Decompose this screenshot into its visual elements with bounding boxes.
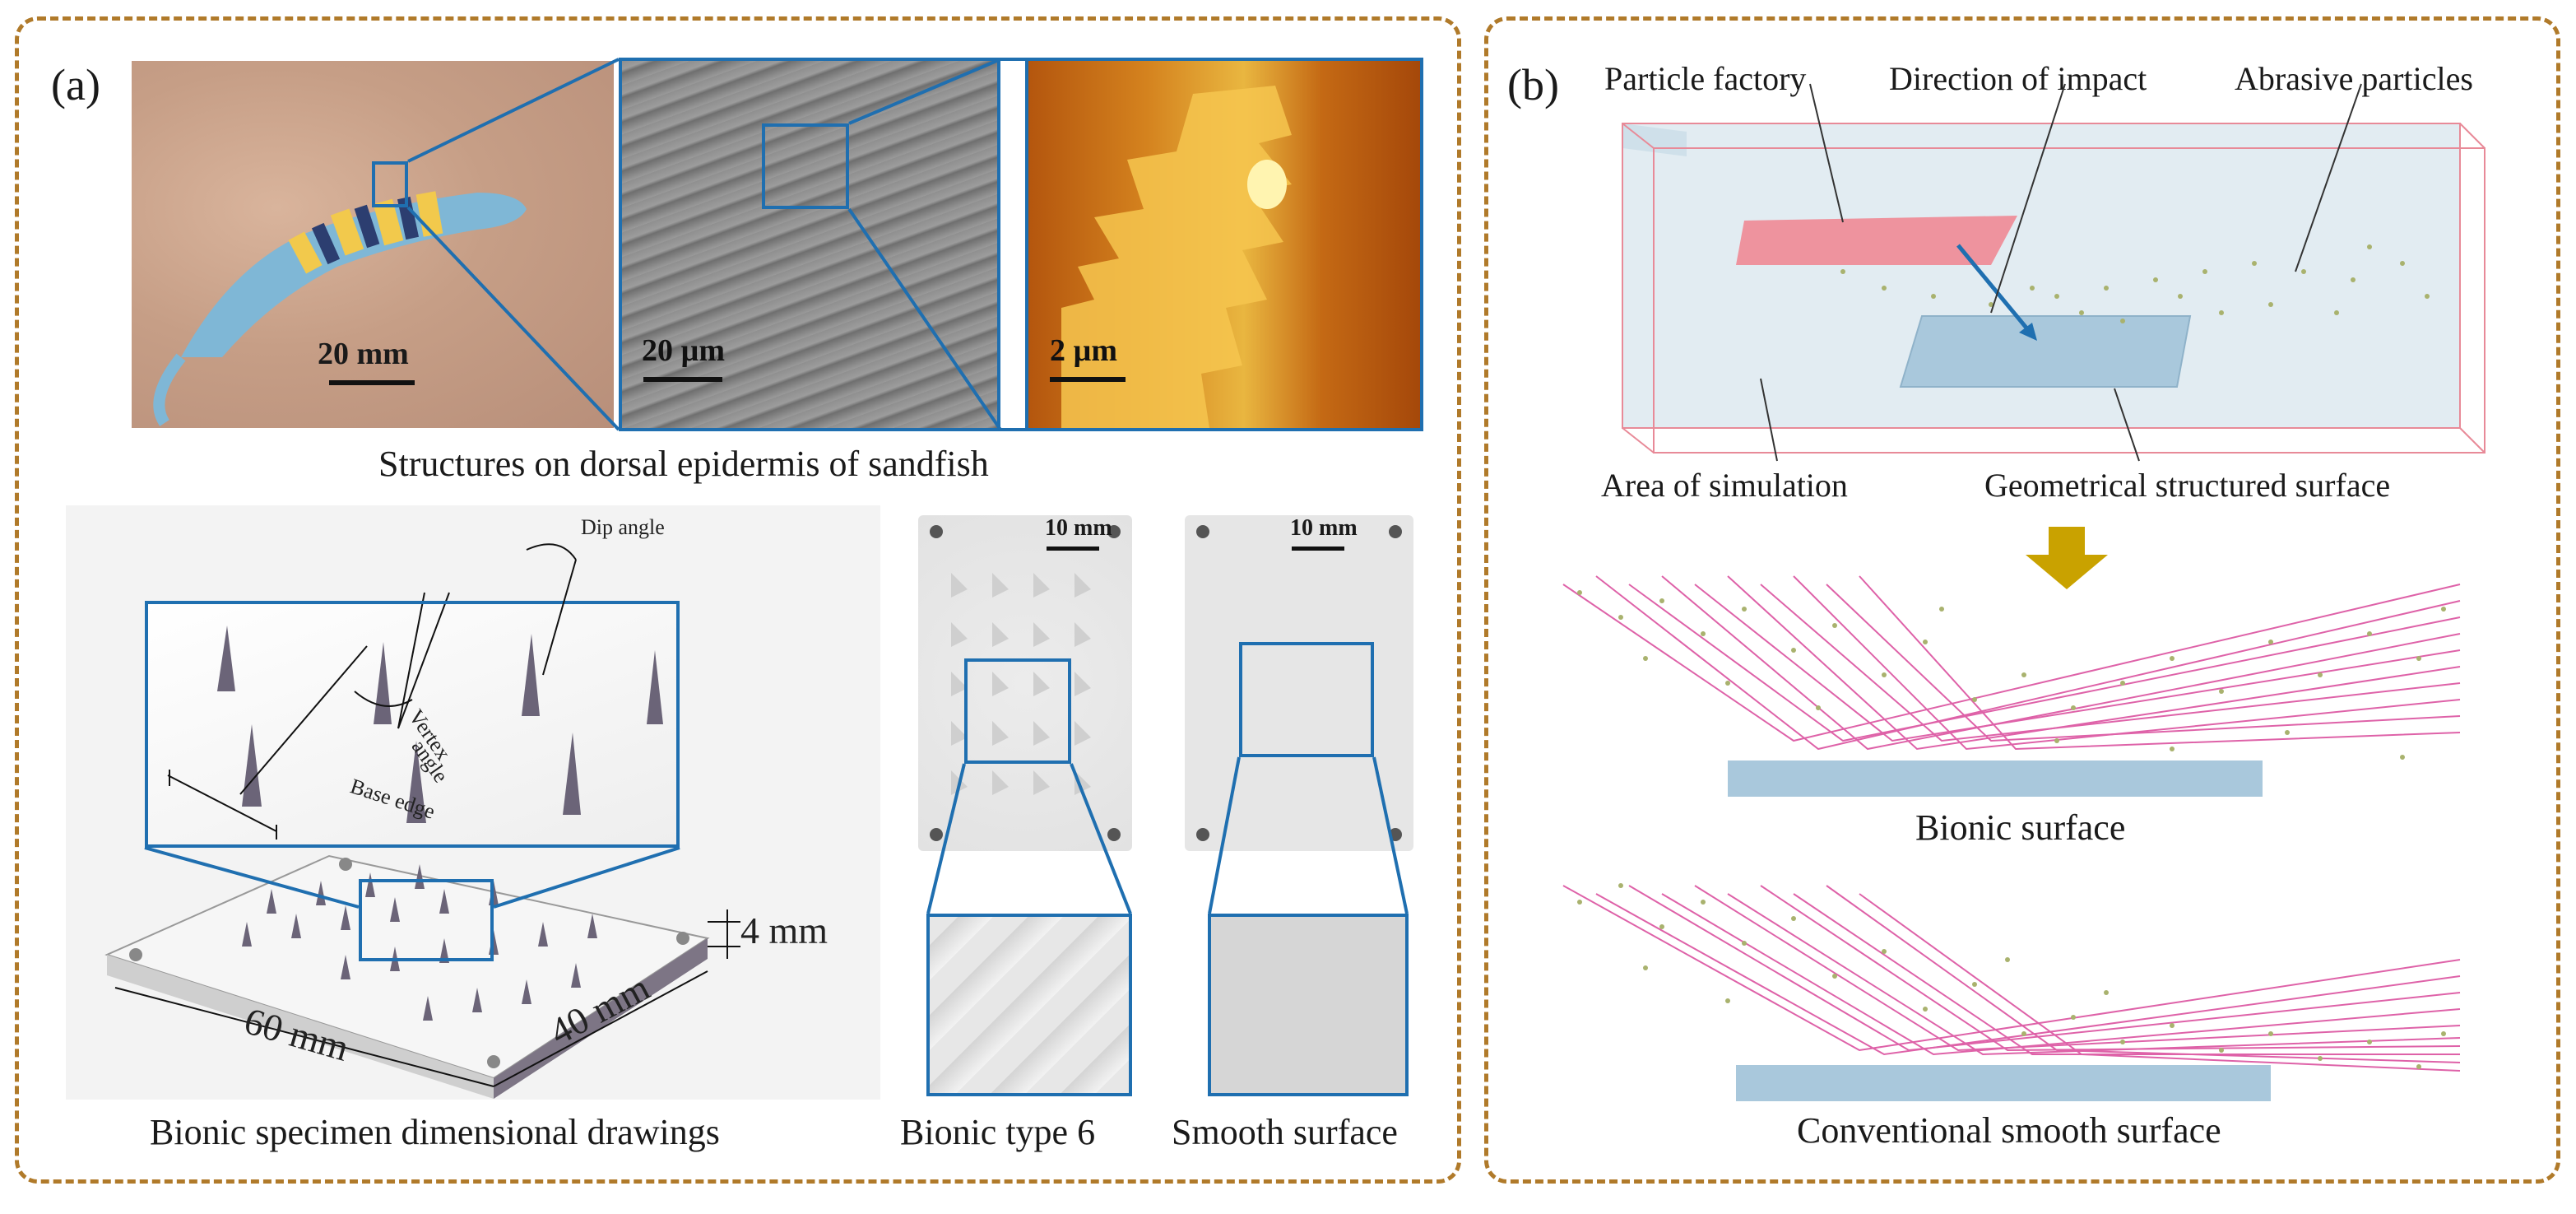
scale-bar-sem: [643, 377, 722, 382]
label-geometrical-surface: Geometrical structured surface: [1984, 467, 2391, 504]
label-area-of-simulation: Area of simulation: [1601, 467, 1848, 504]
caption-bionic-surface: Bionic surface: [1915, 807, 2126, 848]
sem-frame: [619, 58, 1000, 431]
caption-bionic-type: Bionic type 6: [900, 1112, 1096, 1152]
smooth-zoom-view: [1208, 914, 1409, 1096]
panel-b-letter: (b): [1507, 60, 1559, 109]
scale-bar-specimen-smooth: [1292, 547, 1344, 551]
plate-zoom-box: [359, 879, 494, 961]
label-thickness: 4 mm: [740, 909, 828, 951]
smooth-specimen-zoom-box: [1239, 642, 1374, 757]
panel-b-frame: [1484, 16, 2560, 1184]
bionic-specimen-zoom-box: [964, 658, 1071, 764]
label-direction-of-impact: Direction of impact: [1889, 60, 2147, 97]
panel-a-frame: [15, 16, 1461, 1184]
afm-frame: [1025, 58, 1423, 431]
scale-photo: 20 mm: [318, 337, 409, 371]
scale-bar-afm: [1050, 377, 1126, 382]
scale-specimen-bionic: 10 mm: [1045, 515, 1112, 541]
scale-bar-specimen-bionic: [1047, 547, 1099, 551]
photo-zoom-box: [372, 161, 408, 207]
bionic-zoom-view: [926, 914, 1132, 1096]
sem-zoom-box: [762, 123, 849, 209]
drawing-inset-frame: [145, 601, 680, 848]
bionic-specimen-pattern: [930, 525, 1121, 841]
label-particle-factory: Particle factory: [1604, 60, 1807, 97]
label-abrasive-particles: Abrasive particles: [2235, 60, 2473, 97]
label-dip-angle: Dip angle: [581, 515, 665, 539]
panel-a-letter: (a): [51, 60, 100, 109]
sem-image: [622, 61, 997, 428]
scale-sem: 20 µm: [642, 333, 726, 368]
caption-drawing: Bionic specimen dimensional drawings: [150, 1112, 720, 1152]
smooth-zoom-frame: [1208, 914, 1409, 1096]
scale-specimen-smooth: 10 mm: [1290, 515, 1358, 541]
bionic-trajectory-plot: [1562, 575, 2461, 797]
scale-bar-photo: [329, 380, 415, 385]
afm-ridge: [1061, 86, 1292, 428]
scale-afm: 2 µm: [1050, 333, 1118, 368]
smooth-specimen-photo: [1185, 515, 1413, 851]
caption-sandfish: Structures on dorsal epidermis of sandfi…: [378, 444, 989, 484]
inset-spikes: [167, 592, 663, 840]
bionic-zoom-frame: [926, 914, 1132, 1096]
smooth-trajectory-plot: [1562, 883, 2461, 1101]
caption-smooth-surface: Conventional smooth surface: [1797, 1110, 2221, 1151]
caption-smooth: Smooth surface: [1172, 1112, 1398, 1152]
